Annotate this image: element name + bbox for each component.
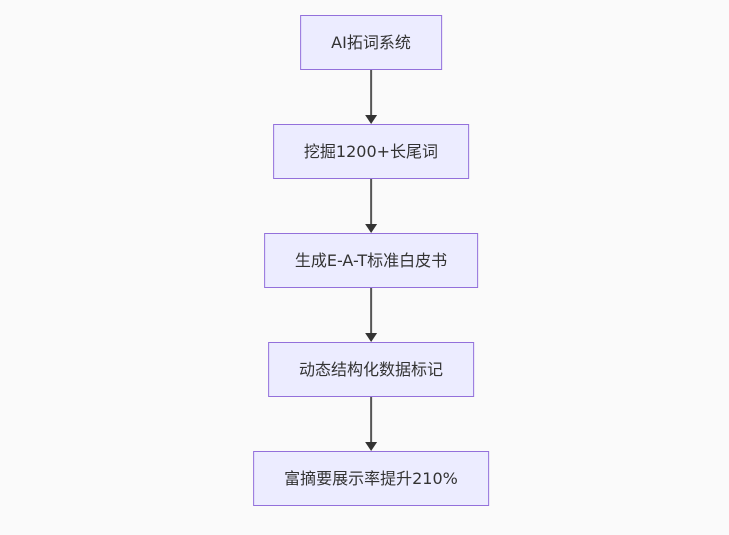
flow-node-longtail-mining: 挖掘1200+长尾词 [272, 124, 470, 179]
flow-node-ai-keyword-system: AI拓词系统 [300, 15, 442, 70]
flow-node-eat-whitepaper: 生成E-A-T标准白皮书 [263, 233, 479, 288]
flow-arrow-3 [364, 288, 378, 342]
flow-arrow-4 [364, 397, 378, 451]
flow-node-structured-data-markup: 动态结构化数据标记 [267, 342, 474, 397]
flow-arrow-2 [364, 179, 378, 233]
arrow-line [370, 179, 372, 225]
arrow-down-icon [365, 442, 377, 451]
arrow-line [370, 288, 372, 334]
flow-arrow-1 [364, 70, 378, 124]
arrow-line [370, 70, 372, 116]
flowchart-column: AI拓词系统 挖掘1200+长尾词 生成E-A-T标准白皮书 动态结构化数据标记… [253, 15, 489, 506]
arrow-line [370, 397, 372, 443]
arrow-down-icon [365, 115, 377, 124]
arrow-down-icon [365, 224, 377, 233]
arrow-down-icon [365, 333, 377, 342]
flow-node-rich-snippet-result: 富摘要展示率提升210% [253, 451, 489, 506]
